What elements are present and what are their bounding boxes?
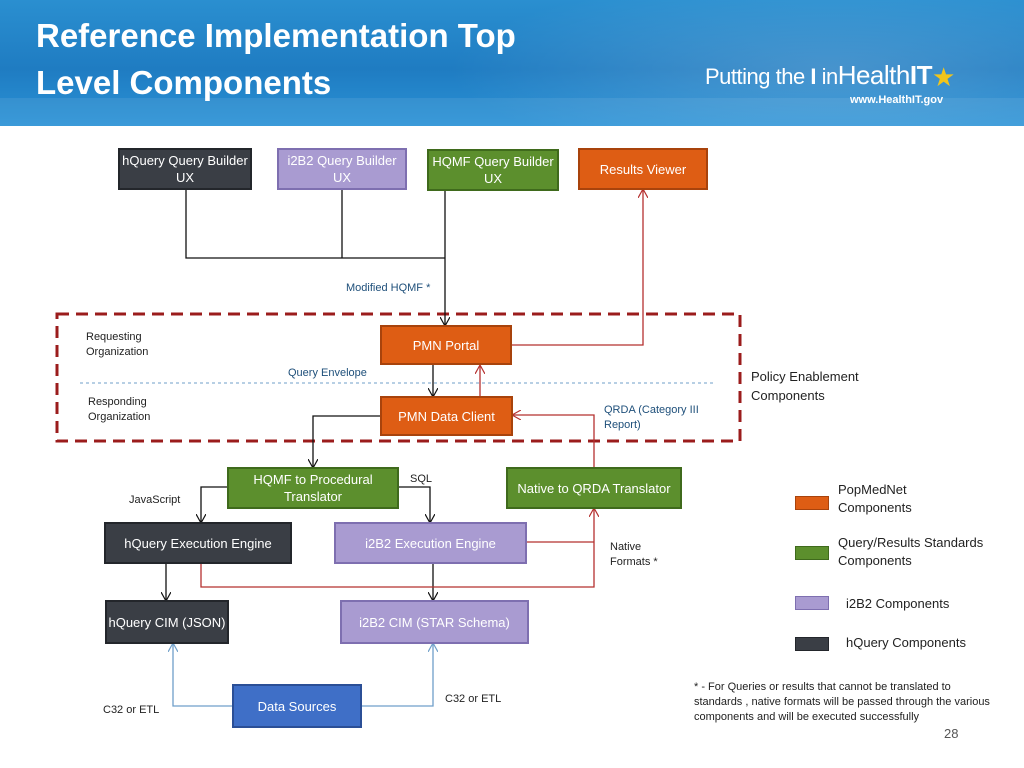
results-viewer-label: Results Viewer (599, 161, 687, 177)
native-formats-label: Native Formats * (610, 541, 658, 568)
i2b2-cim-box: i2B2 CIM (STAR Schema) (340, 600, 529, 644)
data-sources-box: Data Sources (232, 684, 362, 728)
c32-right-label: C32 or ETL (445, 693, 502, 705)
javascript-label: JavaScript (129, 494, 181, 506)
legend-label-popmednet: PopMedNet Components (838, 482, 912, 515)
star-icon: ★ (931, 62, 955, 92)
modified-hqmf-label: Modified HQMF * (346, 282, 431, 294)
native-translator-box: Native to QRDA Translator (506, 467, 682, 509)
hqmf-translator-label: HQMF to Procedural Translator (253, 472, 373, 504)
header-swoosh (380, 0, 1024, 126)
legend-swatch-popmednet (795, 496, 829, 510)
i2b2-engine-box: i2B2 Execution Engine (334, 522, 527, 564)
i2b2-builder-box: i2B2 Query Builder UX (277, 148, 407, 190)
hquery-builder-label: hQuery Query Builder UX (122, 153, 248, 185)
hquery-cim-label: hQuery CIM (JSON) (108, 614, 226, 630)
c32-left-label: C32 or ETL (103, 704, 160, 716)
connector-hquery-builder (185, 189, 445, 259)
title-line-2: Level Components (36, 64, 332, 101)
connector-portal-results (512, 190, 643, 346)
connector-client-translator (313, 415, 381, 467)
hquery-builder-box: hQuery Query Builder UX (118, 148, 252, 190)
logo-url: www.HealthIT.gov (850, 94, 944, 106)
logo-in: in (821, 64, 839, 89)
connector-datasources-hquery-cim (173, 644, 233, 707)
policy-boundary (55, 312, 742, 443)
query-envelope-label: Query Envelope (288, 367, 367, 379)
legend-label-standards: Query/Results Standards Components (838, 535, 984, 568)
pmn-portal-label: PMN Portal (412, 337, 480, 353)
pmn-data-client-label: PMN Data Client (398, 408, 495, 424)
legend-label-i2b2: i2B2 Components (846, 596, 950, 611)
native-translator-label: Native to QRDA Translator (517, 480, 671, 496)
legend-swatch-hquery (795, 637, 829, 651)
connector-translator-i2b2 (398, 486, 430, 522)
logo-prefix: Putting the (705, 64, 805, 89)
data-sources-label: Data Sources (257, 698, 337, 714)
logo-i: I (810, 64, 816, 89)
logo-it: IT (909, 60, 933, 90)
legend-swatch-i2b2 (795, 596, 829, 610)
pmn-portal-box: PMN Portal (380, 325, 512, 365)
legend-label-hquery: hQuery Components (846, 635, 966, 650)
logo-health: Health (837, 60, 911, 90)
hqmf-builder-label: HQMF Query Builder UX (432, 154, 554, 186)
requesting-org-label: Requesting Organization (86, 331, 149, 358)
connector-native-client (513, 415, 595, 467)
hquery-engine-label: hQuery Execution Engine (124, 535, 272, 551)
sql-label: SQL (410, 473, 433, 485)
connector-translator-hquery (201, 486, 228, 522)
footnote: * - For Queries or results that cannot b… (694, 681, 990, 723)
i2b2-engine-label: i2B2 Execution Engine (365, 535, 496, 551)
hqmf-builder-box: HQMF Query Builder UX (427, 149, 559, 191)
connector-hquery-native (200, 509, 594, 588)
pmn-data-client-box: PMN Data Client (380, 396, 513, 436)
slide-header: Reference Implementation Top Level Compo… (0, 0, 1024, 126)
slide-title: Reference Implementation Top Level Compo… (36, 12, 516, 106)
hquery-engine-box: hQuery Execution Engine (104, 522, 292, 564)
legend-swatch-standards (795, 546, 829, 560)
hquery-cim-box: hQuery CIM (JSON) (105, 600, 229, 644)
responding-org-label: Responding Organization (88, 396, 151, 423)
i2b2-builder-label: i2B2 Query Builder UX (287, 153, 397, 185)
results-viewer-box: Results Viewer (578, 148, 708, 190)
header-band (0, 98, 1024, 126)
healthit-logo: Putting the I inHealthIT★ www.HealthIT.g… (705, 60, 955, 106)
i2b2-cim-label: i2B2 CIM (STAR Schema) (359, 614, 510, 630)
qrda-label: QRDA (Category III Report) (604, 404, 699, 431)
policy-enablement-label: Policy Enablement Components (751, 369, 859, 403)
title-line-1: Reference Implementation Top (36, 17, 516, 54)
hqmf-translator-box: HQMF to Procedural Translator (227, 467, 399, 509)
logo-text: Putting the I inHealthIT★ (705, 60, 955, 92)
page-number: 28 (944, 726, 959, 741)
connector-datasources-i2b2-cim (361, 644, 433, 707)
